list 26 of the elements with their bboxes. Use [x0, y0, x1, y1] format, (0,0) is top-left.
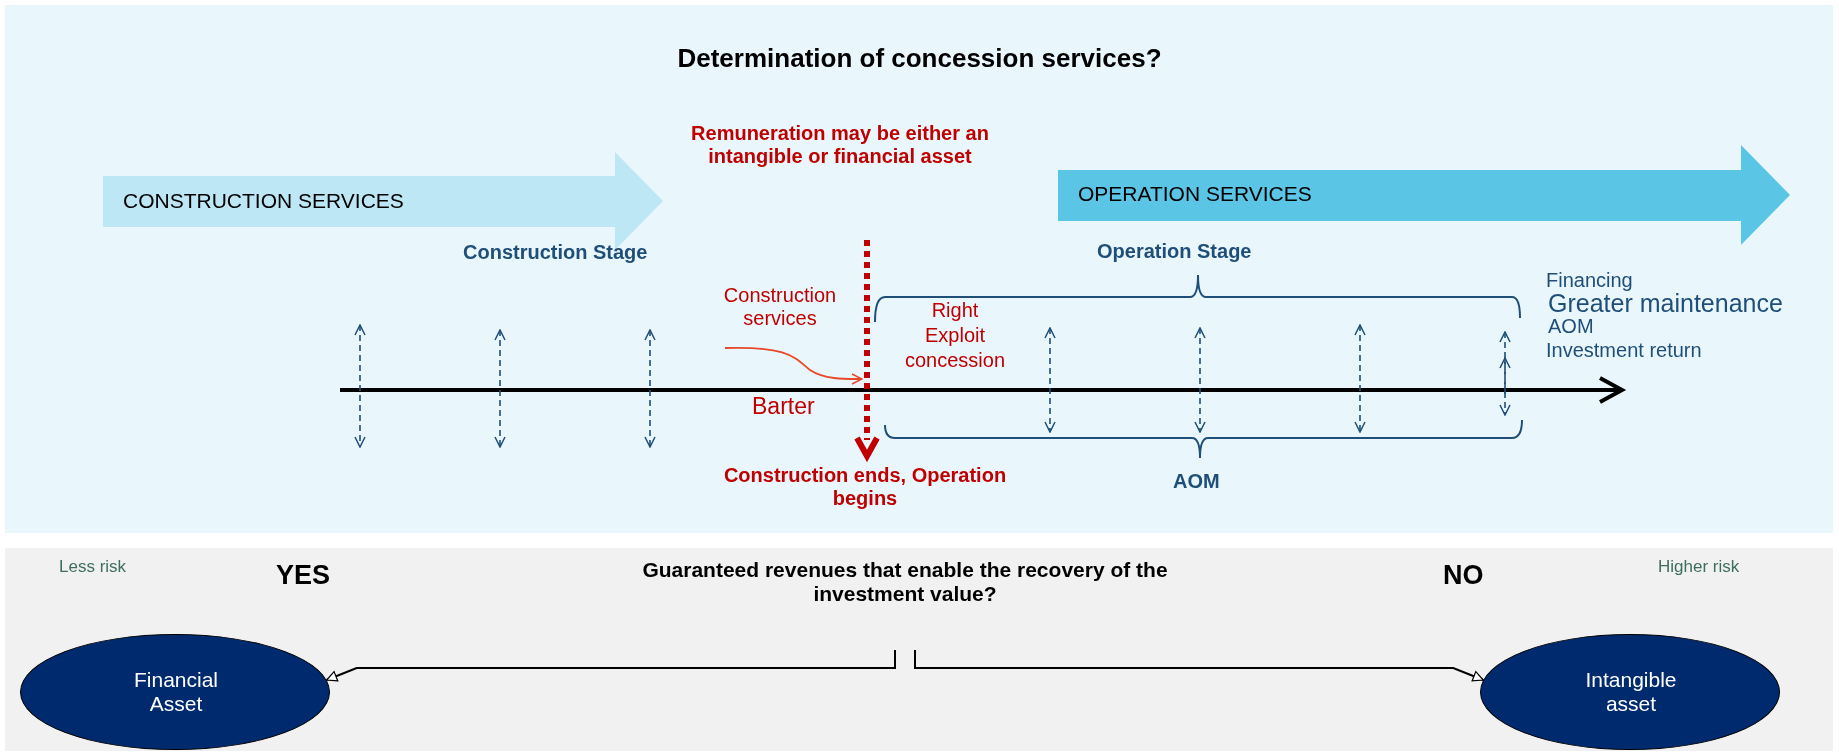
arrow [325, 649, 896, 682]
node-label: CONSTRUCTION SERVICES [123, 189, 404, 214]
callout-text: Right Exploit concession [905, 298, 1005, 373]
node-label: Intangible asset [1584, 668, 1678, 717]
item-label: Investment return [1546, 340, 1702, 360]
risk-label: Higher risk [1658, 557, 1740, 577]
answer-label: YES [276, 560, 331, 592]
note-text: Remuneration may be either an intangible or financial asset [690, 122, 990, 168]
callout-text: Barter [752, 393, 815, 420]
milestone-label: Construction ends, Operation begins [722, 464, 1008, 510]
stage-label: Operation Stage [1097, 240, 1252, 263]
stage-label: Construction Stage [463, 241, 648, 264]
callout-text: Construction services [700, 284, 860, 340]
arrow [914, 649, 1485, 682]
diagram-title: Determination of concession services? [676, 44, 1163, 74]
item-label: AOM [1548, 316, 1594, 336]
item-label: Greater maintenance [1548, 291, 1783, 316]
item-label: Financing [1546, 270, 1633, 290]
bracket-label: AOM [1173, 470, 1220, 493]
node-label: Financial Asset [132, 668, 219, 717]
risk-label: Less risk [59, 557, 127, 577]
leader-arrow [724, 346, 863, 385]
process-arrow [1058, 145, 1790, 245]
question-text: Guaranteed revenues that enable the recovery of the investment value? [605, 558, 1205, 612]
node-label: OPERATION SERVICES [1078, 182, 1312, 207]
answer-label: NO [1443, 560, 1484, 592]
